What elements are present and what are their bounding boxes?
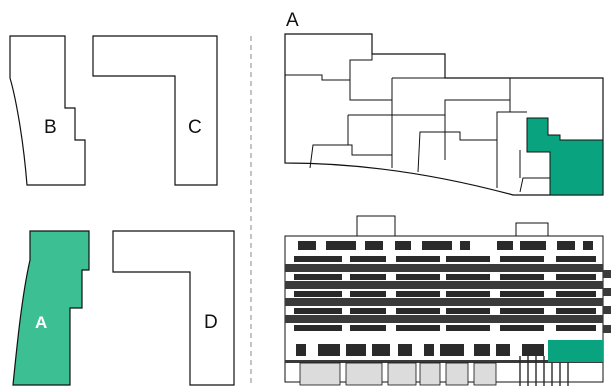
shape-b-outline bbox=[9, 35, 86, 186]
storefront-band bbox=[285, 360, 603, 363]
roof-pavilion-left bbox=[356, 215, 396, 237]
shape-b-label: B bbox=[44, 117, 57, 138]
elevation-highlight bbox=[548, 340, 603, 362]
storefront-panels bbox=[299, 362, 497, 386]
building-elevation bbox=[284, 215, 611, 386]
shape-c: C bbox=[92, 35, 218, 186]
shape-a: A bbox=[12, 230, 90, 386]
shape-b: B bbox=[9, 35, 86, 186]
shape-d-outline bbox=[112, 230, 235, 386]
side-ledges bbox=[603, 270, 611, 333]
site-plan-title: A bbox=[286, 10, 299, 31]
shape-d-label: D bbox=[204, 312, 218, 333]
ground-floor-windows bbox=[296, 344, 544, 356]
site-plan-a: A bbox=[284, 10, 604, 196]
floor-windows bbox=[294, 256, 596, 331]
shape-c-label: C bbox=[188, 117, 202, 138]
site-plan-highlight bbox=[526, 117, 604, 196]
shape-a-fill bbox=[12, 230, 90, 386]
lot-lines bbox=[285, 54, 550, 193]
penthouse-windows bbox=[298, 241, 593, 250]
shape-a-label: A bbox=[35, 313, 47, 332]
balcony-bands bbox=[285, 264, 603, 323]
shape-c-outline bbox=[92, 35, 218, 186]
roof-pavilion-right bbox=[515, 222, 549, 237]
shape-d: D bbox=[112, 230, 235, 386]
